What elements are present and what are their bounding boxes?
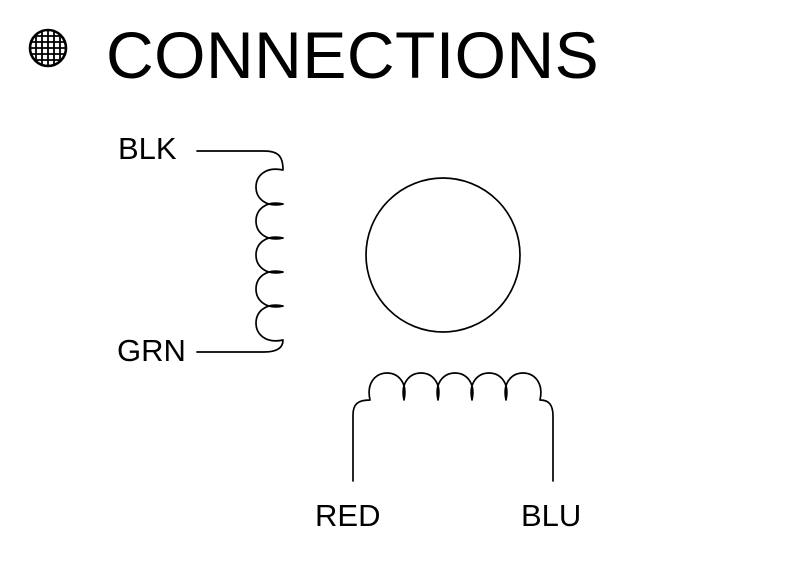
globe-grid-icon <box>28 28 68 68</box>
page-title: CONNECTIONS <box>106 18 600 92</box>
wire-label-red: RED <box>315 498 381 533</box>
wire-label-blk: BLK <box>118 131 177 166</box>
coil-b-winding <box>352 372 554 482</box>
wire-label-grn: GRN <box>117 333 186 368</box>
motor-body-circle <box>365 177 521 333</box>
wire-label-blu: BLU <box>521 498 582 533</box>
coil-a-winding <box>196 150 284 353</box>
